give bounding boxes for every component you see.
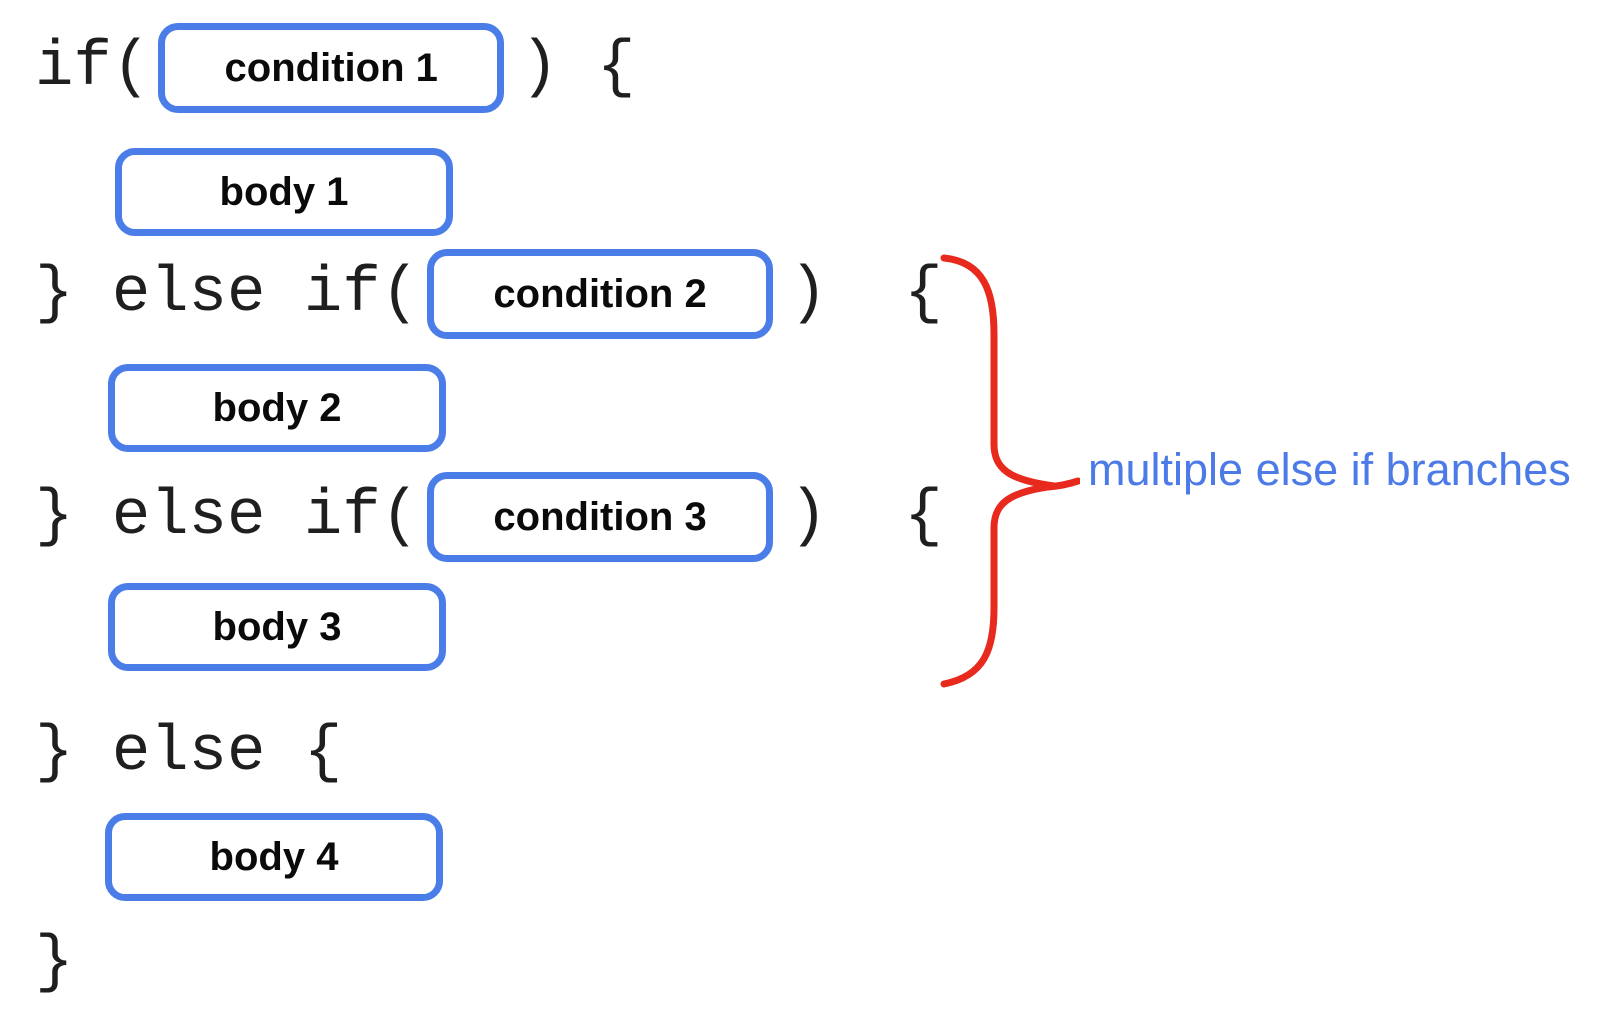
- code-line-elseif-3: } else if( condition 3 ) {: [35, 471, 943, 563]
- body4-label: body 4: [209, 834, 339, 879]
- condition2-box: condition 2: [427, 249, 774, 339]
- code-line-elseif-2: } else if( condition 2 ) {: [35, 248, 943, 340]
- body3-label: body 3: [212, 604, 342, 649]
- body1-box: body 1: [115, 148, 453, 236]
- code-line-closing-brace: }: [35, 917, 73, 1009]
- condition1-box: condition 1: [158, 23, 505, 113]
- annotation-label: multiple else if branches: [1088, 444, 1571, 495]
- body1-label: body 1: [219, 169, 349, 214]
- condition2-label: condition 2: [493, 271, 707, 316]
- body2-box: body 2: [108, 364, 446, 452]
- condition1-label: condition 1: [224, 45, 438, 90]
- code-line-if: if( condition 1 ) {: [35, 22, 635, 114]
- code-line-else: } else {: [35, 707, 342, 799]
- code-line1-close: ) {: [520, 32, 636, 104]
- body2-label: body 2: [212, 385, 342, 430]
- body4-box: body 4: [105, 813, 443, 901]
- code-if-open: if(: [35, 32, 151, 104]
- code-elseif3-open: } else if(: [35, 481, 420, 553]
- code-line3-close: ) {: [789, 481, 943, 553]
- body3-box: body 3: [108, 583, 446, 671]
- code-closing-brace: }: [35, 927, 74, 999]
- condition3-label: condition 3: [493, 494, 707, 539]
- condition3-box: condition 3: [427, 472, 774, 562]
- code-else: } else {: [35, 717, 343, 789]
- code-elseif2-open: } else if(: [35, 258, 420, 330]
- code-line2-close: ) {: [789, 258, 943, 330]
- red-curly-brace: [940, 254, 1080, 688]
